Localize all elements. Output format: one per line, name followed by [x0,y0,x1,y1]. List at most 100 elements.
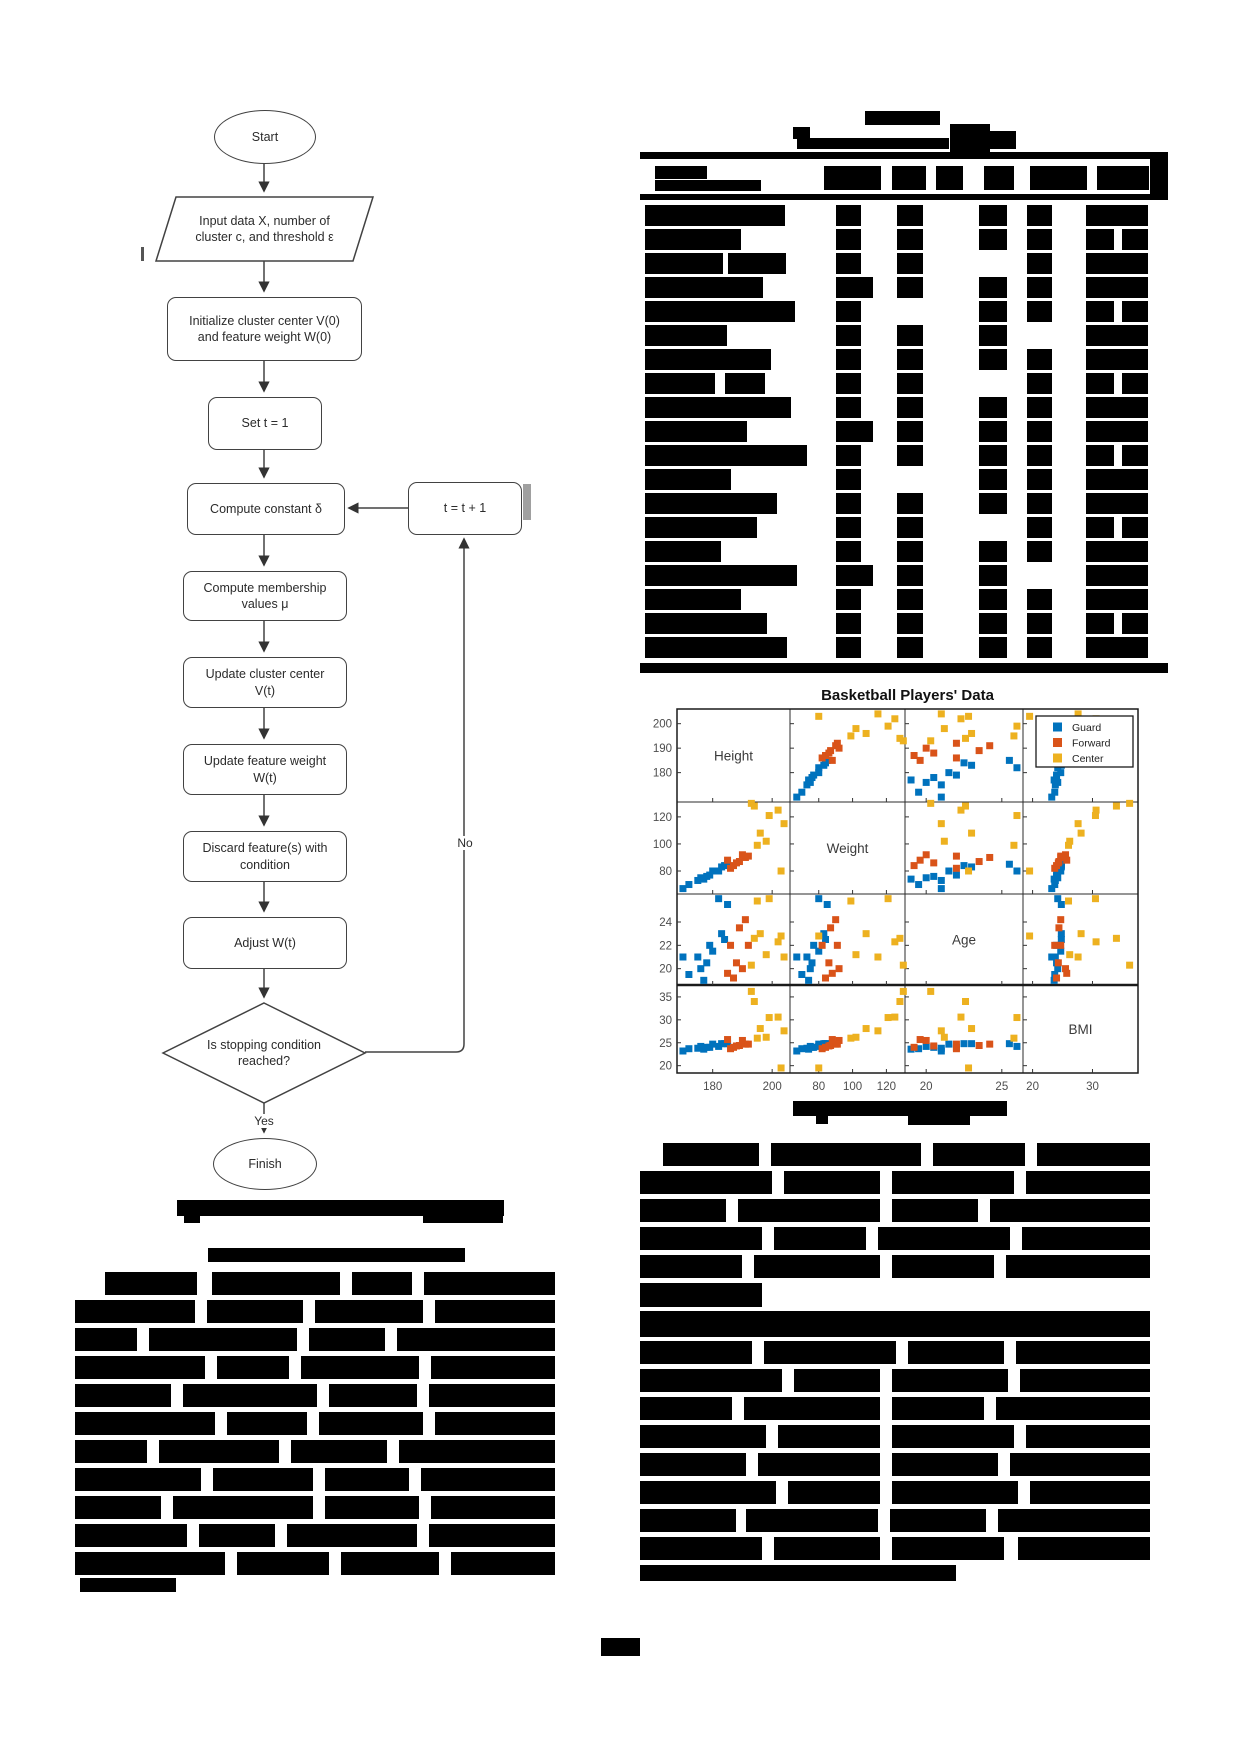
scatter-point [847,897,855,905]
table-cell-redacted [897,205,923,226]
scatter-point [732,959,740,967]
figure-caption-redacted [793,1101,1007,1116]
scatter-point [937,710,945,718]
scatter-point [975,858,983,866]
scatter-point [1112,802,1120,810]
scatter-point [777,867,785,875]
scatter-point [1057,936,1065,943]
scatter-point [1005,756,1013,764]
table-cell-redacted [897,637,923,658]
scatter-point [986,853,994,861]
scatter-point [960,1040,968,1048]
scatter-point [798,1045,806,1053]
table-row-label-redacted [645,277,763,298]
scatter-point [922,778,930,786]
body-text-redacted [399,1440,555,1463]
scatter-point [968,761,976,769]
scatter-point [793,793,801,801]
body-text-redacted [892,1537,1004,1560]
scatter-point [852,951,860,959]
scatter-point [916,856,924,864]
scatter-point [738,1036,746,1044]
scatter-point [777,1064,785,1072]
body-text-redacted [778,1425,880,1448]
body-text-redacted [892,1171,1014,1194]
table-cell-redacted [836,397,861,418]
scatter-point [1054,859,1062,867]
body-text-redacted [429,1524,555,1547]
body-text-redacted [754,1255,880,1278]
body-text-redacted [75,1384,171,1407]
scatter-point [910,752,918,759]
body-text-redacted [908,1341,1004,1364]
scatter-point [1053,771,1061,779]
scatter-point [780,1027,788,1035]
scatter-point [805,976,813,984]
table-cell-redacted [1027,205,1052,226]
matrix-cell [676,801,791,895]
body-text-redacted [1022,1227,1150,1250]
body-text-redacted [183,1384,317,1407]
scatter-point [694,953,702,961]
table-cell-redacted [1086,517,1114,538]
scatter-point [827,924,835,932]
x-tick-label: 100 [843,1081,862,1093]
body-text-redacted [80,1578,176,1592]
scatter-point [835,744,843,752]
scatter-point [1063,856,1071,864]
flowchart-node-init: Initialize cluster center V(0)and featur… [167,297,362,361]
scatter-point [756,930,764,938]
scatter-point [815,769,823,777]
scatter-point [815,1064,823,1072]
table-cell-redacted [979,277,1007,298]
body-text-redacted [431,1356,555,1379]
scatter-point [806,965,814,973]
scatter-point [747,961,755,969]
table-row-label-redacted [645,445,807,466]
table-row-label-redacted [645,229,741,250]
body-text-redacted [429,1384,555,1407]
scatter-point [780,953,788,961]
body-text-redacted [758,1453,880,1476]
y-tick-label: 22 [659,940,672,952]
table-cell-redacted [1027,613,1052,634]
body-text-redacted [75,1552,225,1575]
scatter-point [679,1047,687,1055]
scatter-point [774,938,782,946]
table-cell-redacted [897,349,923,370]
body-text-redacted [319,1412,423,1435]
table-row-label-redacted [645,541,721,562]
body-text-redacted [640,1397,732,1420]
table-cell-redacted [979,589,1007,610]
body-text-redacted [1037,1143,1150,1166]
table-cell-redacted [836,445,861,466]
body-text-redacted [663,1143,759,1166]
scatter-point [884,1014,892,1022]
body-text-redacted [424,1272,555,1295]
scatter-point [907,776,915,784]
scatter-point [940,837,948,845]
table-row-label-redacted [645,205,785,226]
scatter-point [803,953,811,961]
scatter-point [730,974,737,982]
body-text-redacted [217,1356,289,1379]
body-text-redacted [421,1468,555,1491]
table-cell-redacted [1027,349,1052,370]
table-cell-redacted [1086,493,1148,514]
table-row-label-redacted [645,421,747,442]
scatter-point [937,885,945,893]
scatter-point [706,871,714,879]
scatter-point [1051,881,1059,889]
scan-artifact [141,247,144,261]
scatter-point [700,976,708,984]
body-text-redacted [794,1369,880,1392]
scatter-point [1013,812,1021,820]
x-tick-label: 200 [763,1081,782,1093]
body-text-redacted [640,1341,752,1364]
flowchart-node-label: Discard feature(s) with [202,841,328,856]
flowchart-node-set-t: Set t = 1 [208,397,322,450]
table-cell-redacted [836,493,861,514]
table-cell-redacted [1086,589,1148,610]
